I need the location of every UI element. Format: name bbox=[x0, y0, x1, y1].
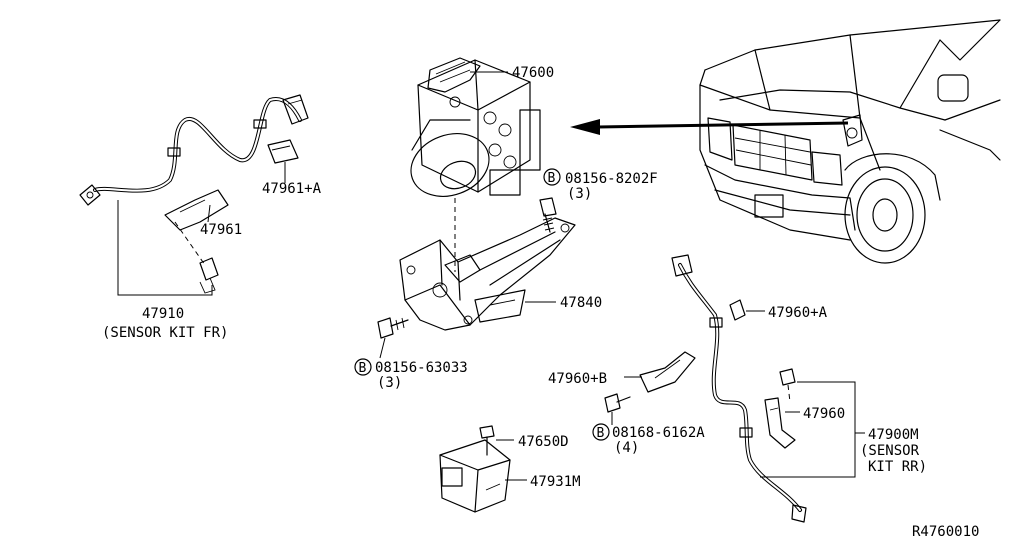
label-sensor-kit-rr-1: (SENSOR bbox=[860, 443, 920, 459]
vehicle-illustration bbox=[699, 19, 1001, 264]
bolt-marker-icon: B bbox=[543, 168, 561, 186]
label-sensor-kit-rr-2: KIT RR) bbox=[868, 459, 927, 475]
label-08168-6162A: 08168-6162A bbox=[612, 425, 705, 441]
label-47961: 47961 bbox=[200, 222, 242, 238]
label-sensor-kit-fr: (SENSOR KIT FR) bbox=[102, 325, 228, 341]
label-47931M: 47931M bbox=[530, 474, 581, 490]
rear-sensor-cable bbox=[671, 254, 807, 523]
label-08168-6162A-qty: (4) bbox=[614, 440, 639, 456]
label-47961A: 47961+A bbox=[262, 181, 322, 197]
bolt-08156-8202F bbox=[539, 197, 557, 233]
bracket-47960 bbox=[764, 368, 800, 449]
location-arrow bbox=[570, 119, 849, 135]
label-08156-8202F: 08156-8202F bbox=[565, 171, 658, 187]
bracket-47960B bbox=[624, 351, 696, 393]
control-unit-47931M bbox=[439, 425, 527, 513]
label-08156-63033: 08156-63033 bbox=[375, 360, 468, 376]
svg-text:B: B bbox=[359, 361, 367, 376]
label-08156-63033-qty: (3) bbox=[377, 375, 402, 391]
abs-actuator-47600 bbox=[410, 57, 541, 197]
label-47840: 47840 bbox=[560, 295, 602, 311]
label-47960A: 47960+A bbox=[768, 305, 828, 321]
label-47650D: 47650D bbox=[518, 434, 569, 450]
bolt-08168-6162A bbox=[604, 393, 631, 425]
label-47900M: 47900M bbox=[868, 427, 919, 443]
front-sensor-cable bbox=[79, 94, 309, 206]
svg-text:B: B bbox=[548, 171, 556, 186]
label-47910: 47910 bbox=[142, 306, 184, 322]
front-bolt bbox=[199, 257, 219, 294]
svg-text:B: B bbox=[597, 426, 605, 441]
sensor-kit-fr-bracket bbox=[117, 200, 213, 296]
label-47600: 47600 bbox=[512, 65, 554, 81]
bolt-marker-icon: B bbox=[354, 358, 372, 376]
label-47960: 47960 bbox=[803, 406, 845, 422]
bolt-08156-63033 bbox=[377, 317, 409, 359]
sensor-kit-rr-bracket bbox=[760, 381, 865, 478]
reference-code: R4760010 bbox=[912, 524, 979, 540]
bracket-47840 bbox=[399, 217, 576, 331]
bolt-marker-icon: B bbox=[592, 423, 610, 441]
label-47960B: 47960+B bbox=[548, 371, 607, 387]
bracket-47961 bbox=[164, 189, 229, 266]
label-08156-8202F-qty: (3) bbox=[567, 186, 592, 202]
